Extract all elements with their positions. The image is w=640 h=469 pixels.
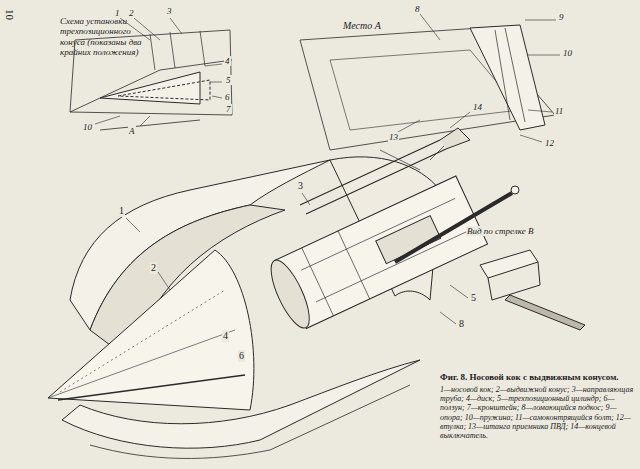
callout-number: 4: [222, 330, 229, 342]
page-number: 10: [3, 8, 16, 21]
callout-number: 6: [224, 92, 231, 102]
callout-number: 13: [388, 132, 399, 142]
callout-number: 4: [224, 56, 231, 66]
callout-number: 2: [150, 262, 157, 274]
figure-caption: Фиг. 8. Носовой кок с выдвижным конусом.: [440, 372, 636, 382]
parts-list: 1—носовой кок; 2—выдвижной конус; 3—напр…: [440, 385, 636, 440]
callout-number: 5: [470, 292, 477, 304]
callout-number: 12: [544, 138, 555, 148]
callout-number: 3: [297, 180, 304, 192]
view-label: Вид по стрелке В: [466, 226, 534, 236]
callout-number: 6: [238, 350, 245, 362]
callout-number: А: [128, 126, 136, 136]
callout-number: 8: [414, 4, 421, 14]
inset-heading: Схема установки трехпозиционного конуса …: [60, 16, 152, 57]
callout-number: 14: [472, 102, 483, 112]
callout-number: 5: [225, 75, 232, 85]
callout-number: 10: [562, 48, 573, 58]
callout-number: 1: [118, 205, 125, 217]
callout-number: 11: [554, 106, 564, 116]
callout-number: 7: [225, 104, 232, 114]
callout-number: 8: [458, 318, 465, 330]
callout-number: 9: [558, 12, 565, 22]
inset-heading: Место А: [342, 20, 382, 32]
callout-number: 10: [82, 122, 93, 132]
callout-number: 3: [166, 6, 173, 16]
callout-number: 2: [128, 8, 135, 18]
callout-number: 1: [114, 8, 121, 18]
